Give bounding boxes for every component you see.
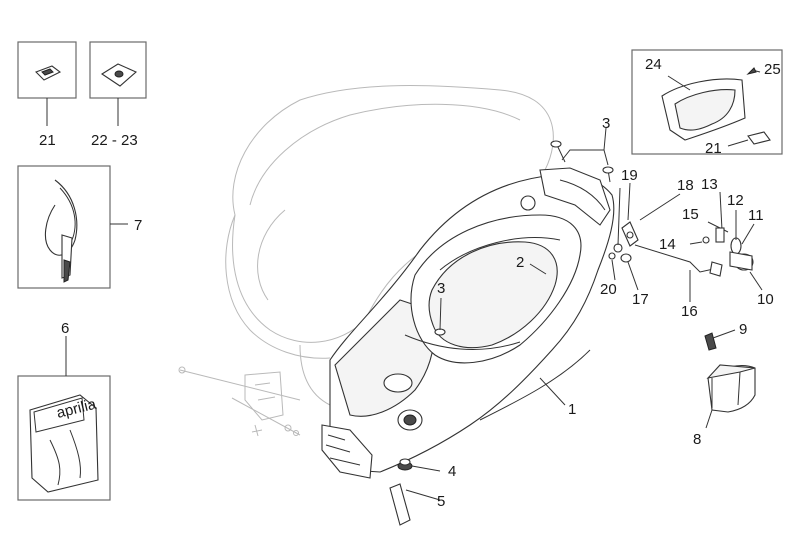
callout-21-inset: 21: [39, 132, 56, 149]
callout-6: 6: [61, 320, 69, 337]
callout-22-23: 22 - 23: [91, 132, 138, 149]
callout-7: 7: [134, 217, 142, 234]
callout-21-lid: 21: [705, 140, 722, 157]
screws-top: [550, 127, 614, 183]
callout-3-top: 3: [602, 115, 610, 132]
callout-labels: 1 2 3 3 4 5 6 7 8 9 10 11 12 13 14 15 16…: [39, 56, 781, 510]
callout-8: 8: [693, 431, 701, 448]
drain-tube-5: [389, 483, 441, 526]
callout-1: 1: [568, 401, 576, 418]
inset-toolbag-6: aprilia: [17, 336, 111, 501]
callout-5: 5: [437, 493, 445, 510]
callout-10: 10: [757, 291, 774, 308]
screw-inner: [434, 297, 446, 336]
callout-9: 9: [739, 321, 747, 338]
inset-clip-22-23: [89, 41, 147, 126]
callout-17: 17: [632, 291, 649, 308]
callout-3-inner: 3: [437, 280, 445, 297]
leader-lines: [529, 187, 621, 406]
callout-12: 12: [727, 192, 744, 209]
callout-18: 18: [677, 177, 694, 194]
callout-16: 16: [681, 303, 698, 320]
inset-clip-21: [17, 41, 77, 126]
inset-lid-24: [631, 49, 783, 155]
lock-assembly: [608, 182, 763, 302]
callout-15: 15: [682, 206, 699, 223]
pouch-holder-8: [705, 364, 756, 429]
callout-2: 2: [516, 254, 524, 271]
callout-4: 4: [448, 463, 456, 480]
grommet-4: [397, 458, 441, 472]
helmet-compartment: [321, 167, 615, 479]
callout-25: 25: [764, 61, 781, 78]
screw-9: [704, 329, 736, 351]
callout-20: 20: [600, 281, 617, 298]
inset-strap-7: [17, 165, 128, 289]
callout-14: 14: [659, 236, 676, 253]
callout-11: 11: [748, 207, 764, 224]
callout-13: 13: [701, 176, 718, 193]
callout-19: 19: [621, 167, 638, 184]
hinge-bracket: [178, 366, 301, 437]
callout-24: 24: [645, 56, 662, 73]
